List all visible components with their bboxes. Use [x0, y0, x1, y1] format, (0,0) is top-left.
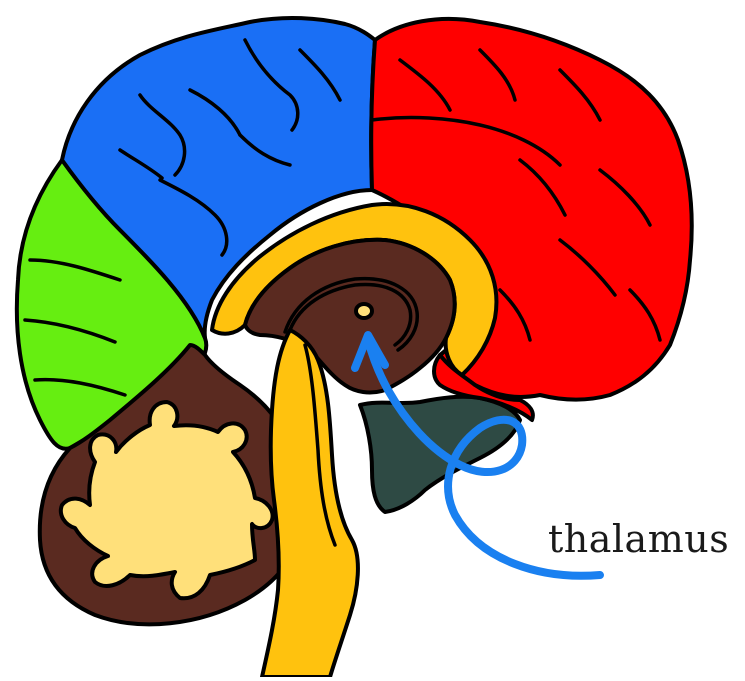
thalamus-dot [356, 304, 372, 318]
thalamus-label: thalamus [548, 520, 729, 558]
